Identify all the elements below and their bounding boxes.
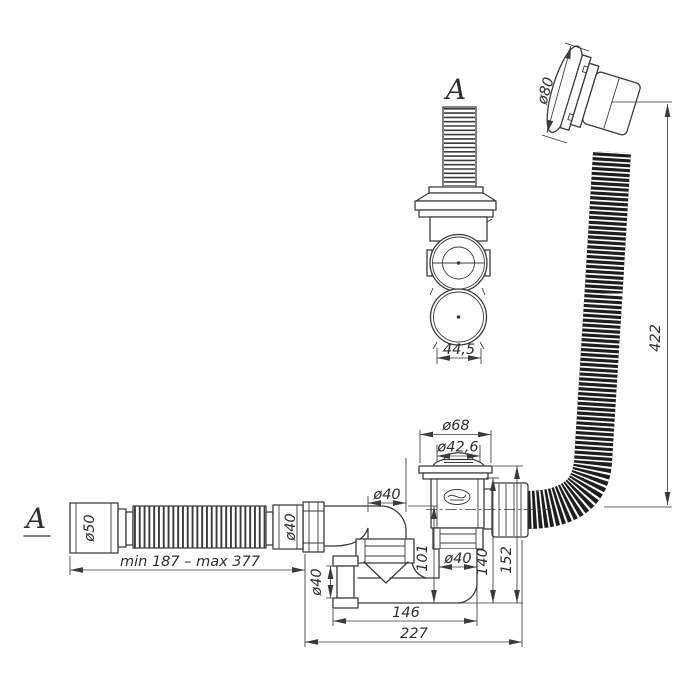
- flex-corrugated-section: [132, 505, 267, 549]
- svg-text:ø40: ø40: [372, 487, 400, 503]
- drain-body: [430, 478, 485, 529]
- svg-text:44,5: 44,5: [443, 342, 475, 358]
- dim-40-flex: ø40: [283, 513, 299, 541]
- svg-text:ø80: ø80: [534, 76, 557, 108]
- dim-flex-range: min 187 – max 377: [69, 554, 305, 575]
- brand-logo: [443, 489, 471, 505]
- dim-227: 227: [304, 540, 523, 647]
- dim-42-6: ø42,6: [436, 440, 481, 462]
- svg-text:ø42,6: ø42,6: [436, 440, 478, 456]
- dim-146: 146: [332, 586, 478, 626]
- flexible-pipe: [69, 502, 304, 554]
- dim-101: 101: [408, 505, 438, 603]
- svg-text:227: 227: [400, 626, 428, 642]
- svg-text:ø40: ø40: [309, 568, 325, 596]
- flex-union-nut: [302, 501, 325, 553]
- svg-text:146: 146: [392, 605, 420, 621]
- drain-pipe-elbow: [356, 548, 478, 604]
- dim-40-drain: ø40: [439, 551, 477, 570]
- dim-40-riser: ø40: [367, 458, 407, 512]
- view-a-label: A: [443, 73, 466, 106]
- svg-text:101: 101: [415, 544, 431, 572]
- view-a-assembly: [414, 106, 497, 350]
- dimensions: A 44,5 ø80 422 ø68 ø42,6: [23, 42, 672, 647]
- dim-44-5: 44,5: [436, 342, 482, 364]
- lower-port: [429, 288, 488, 350]
- dim-140: 140: [475, 477, 499, 603]
- cleanout-nut: [332, 555, 359, 609]
- section-a-label: A: [23, 502, 51, 537]
- dim-68: ø68: [419, 418, 492, 463]
- flex-cuff-40: [272, 504, 304, 550]
- svg-text:152: 152: [499, 546, 515, 574]
- dim-422: 422: [604, 101, 672, 508]
- upper-port: [426, 233, 491, 296]
- svg-text:140: 140: [475, 548, 491, 576]
- drain-union-nut: [432, 527, 484, 550]
- svg-text:ø40: ø40: [443, 551, 471, 567]
- trap-union-nut: [355, 538, 415, 564]
- dim-80: ø80: [534, 42, 590, 144]
- svg-text:422: 422: [648, 324, 664, 352]
- dim-152: 152: [459, 465, 523, 604]
- overflow-hose: [525, 150, 631, 529]
- svg-text:A: A: [23, 502, 46, 535]
- svg-text:min 187 – max 377: min 187 – max 377: [120, 554, 261, 570]
- overflow-union-nut: [491, 482, 529, 538]
- dim-50: ø50: [82, 514, 98, 542]
- trap-inlet-pipe: [322, 505, 407, 547]
- svg-text:ø68: ø68: [441, 418, 469, 434]
- drain-flange: [418, 465, 493, 474]
- dim-40-cleanout: ø40: [309, 565, 337, 599]
- overflow-riser-corrugated-pipe: [442, 106, 477, 188]
- trap-assembly: [302, 501, 415, 609]
- riser-flange: [414, 186, 497, 218]
- trap-funnel: [363, 561, 409, 584]
- overflow-cap-assembly: [546, 45, 641, 136]
